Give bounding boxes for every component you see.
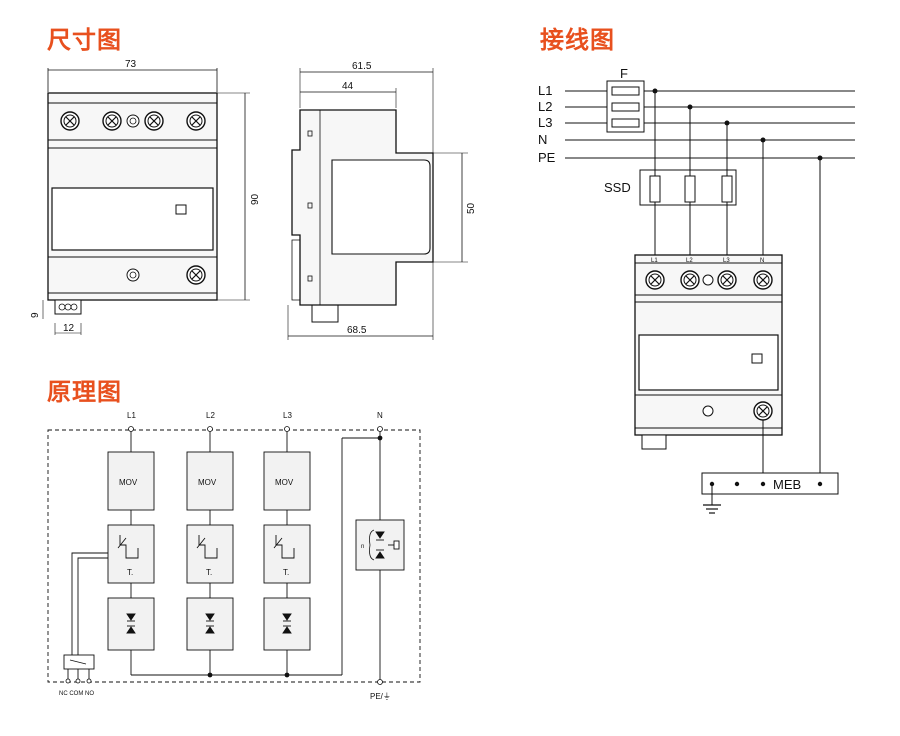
diode-symbols [126, 613, 292, 634]
schem-terminals [65, 426, 383, 685]
thermal-switches [117, 535, 295, 559]
mov-label-1: MOV [119, 478, 138, 487]
wiring-contact-icon [702, 405, 714, 417]
dim-width: 73 [125, 59, 137, 70]
wiring-title: 接线图 [540, 26, 615, 54]
wiring-lines [565, 80, 855, 484]
terminal-label-n: N [760, 258, 764, 264]
ssd-label: SSD [604, 180, 631, 195]
fuse-label: F [620, 66, 628, 81]
line-label-n: N [538, 132, 547, 147]
meb-points [709, 481, 823, 487]
thermal-boxes [107, 524, 311, 584]
mov-label-2: MOV [198, 478, 217, 487]
mov-boxes [107, 451, 311, 511]
dim-terminal-width: 12 [63, 323, 75, 334]
dimensions-title: 尺寸图 [47, 26, 122, 54]
meb-bar [701, 472, 839, 514]
wiring-screw-pe [753, 401, 773, 421]
schem-label-n: N [377, 411, 383, 420]
thermal-label-1: T. [127, 568, 133, 577]
dim-height: 90 [250, 193, 261, 205]
dim-front-height: 50 [466, 202, 477, 214]
pe-label: PE/⏚ [370, 692, 391, 701]
terminal-label-l3: L3 [723, 258, 730, 264]
dim-terminal-height: 9 [30, 312, 41, 318]
front-screw-2 [102, 111, 122, 131]
schematic-title: 原理图 [47, 378, 122, 406]
front-view [42, 68, 250, 335]
thermal-label-2: T. [206, 568, 212, 577]
contact-labels: NC COM NO [59, 691, 94, 697]
line-label-l1: L1 [538, 83, 552, 98]
terminal-label-l1: L1 [651, 258, 658, 264]
wiring-indicator-icon [702, 274, 714, 286]
gdt-label: n [361, 544, 364, 550]
side-view [287, 68, 468, 340]
meb-label: MEB [773, 477, 801, 492]
indicator-icon [126, 114, 140, 128]
line-label-l2: L2 [538, 99, 552, 114]
remote-contact-icon [126, 268, 140, 282]
dim-depth-mid: 44 [342, 81, 354, 92]
dim-base-depth: 68.5 [347, 325, 367, 336]
mov-label-3: MOV [275, 478, 294, 487]
terminal-label-l2: L2 [686, 258, 693, 264]
schem-wires [63, 430, 381, 682]
diode-boxes [107, 597, 311, 651]
wiring-junctions [652, 88, 823, 161]
gdt-symbol [375, 531, 400, 559]
schematic-boundary [47, 429, 421, 683]
dim-depth-total: 61.5 [352, 61, 372, 72]
gdt-bracket [369, 529, 375, 561]
line-label-pe: PE [538, 150, 556, 165]
line-label-l3: L3 [538, 115, 552, 130]
wiring-screw-l2 [680, 270, 700, 290]
schem-label-l3: L3 [283, 411, 292, 420]
front-screw-1 [60, 111, 80, 131]
thermal-label-3: T. [283, 568, 289, 577]
front-screw-pe [186, 265, 206, 285]
front-screw-4 [186, 111, 206, 131]
wiring-screw-n [753, 270, 773, 290]
schem-junctions [207, 435, 383, 678]
front-screw-3 [144, 111, 164, 131]
wiring-screw-l1 [645, 270, 665, 290]
schem-label-l1: L1 [127, 411, 136, 420]
schem-label-l2: L2 [206, 411, 215, 420]
wiring-screw-l3 [717, 270, 737, 290]
